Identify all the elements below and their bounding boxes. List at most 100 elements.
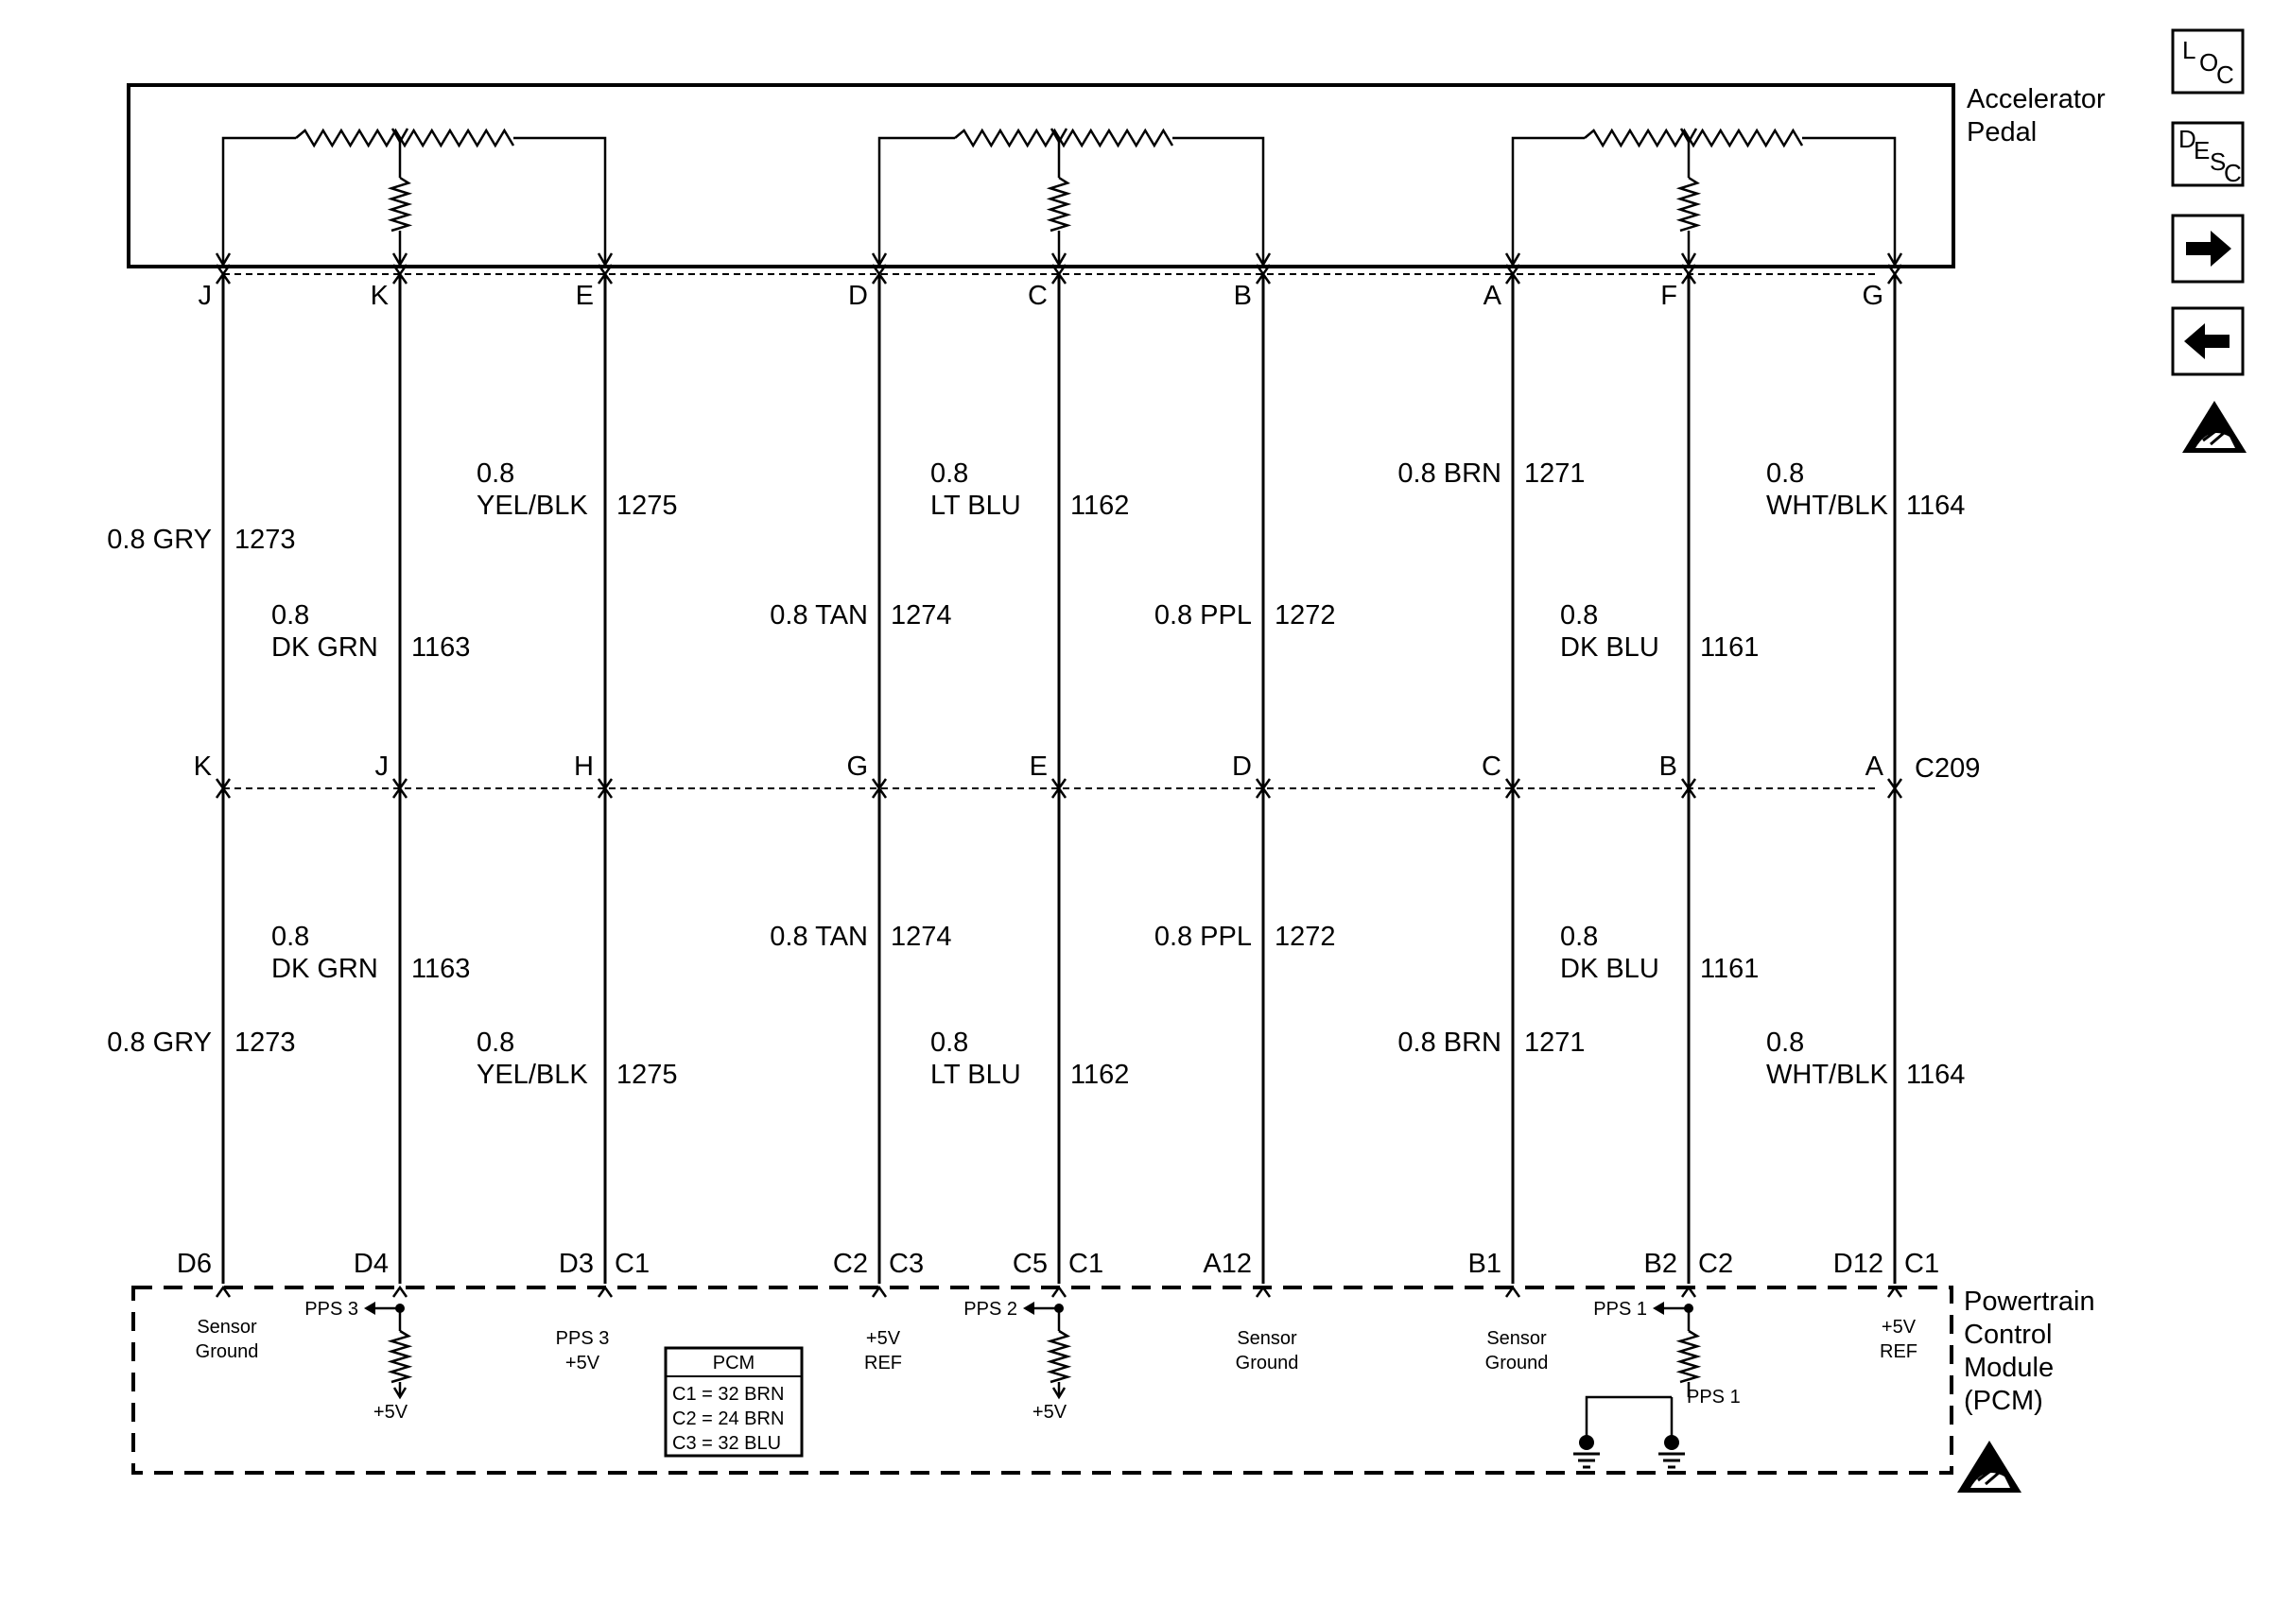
desc-letter-d: D [2178,125,2196,153]
wiper-arrow-icon [390,128,409,145]
circuit-1272 [1255,264,1272,1298]
c209-pin-terminal [215,778,232,799]
wire-color-label: 0.8 [477,458,514,489]
pcm-label: Powertrain Control Module (PCM) [1964,1287,2095,1416]
c209-pin-terminal [871,778,888,799]
terminal-arrow-icon [871,252,888,268]
c209-pin-label: K [194,752,213,782]
pcm-function-label: +5V [1882,1317,1917,1338]
pedal-pin-label: A [1484,281,1502,311]
circuit-number: 1161 [1700,954,1759,984]
circuit-1163 [391,264,408,1298]
harness-wires [215,264,1903,1298]
circuit-number: 1164 [1906,491,1965,521]
circuit-number: 1273 [234,1028,296,1058]
loc-letter-l: L [2182,36,2195,64]
pedal-pin-label: K [371,281,390,311]
c209-pin-label: D [1232,752,1252,782]
pcm-function-label: +5V [866,1328,901,1349]
circuit-1271 [1504,264,1521,1298]
pedal-pin-terminal [871,264,888,285]
pcm-function-label: Ground [1485,1353,1549,1373]
circuit-number: 1271 [1524,1028,1586,1058]
c209-pin-label: E [1030,752,1048,782]
pedal-pin-label: G [1862,281,1883,311]
c209-pin-terminal [597,778,614,799]
pedal-position-sensor-1 [215,128,614,268]
terminal-arrow-icon [391,252,408,268]
pedal-pin-terminal [1504,264,1521,285]
terminal-arrow-icon [597,252,614,268]
pcm-pin-label: D12 [1833,1249,1883,1279]
pps1-ground-network: PPS 1 [1573,1387,1741,1469]
wire-color-label: 0.8 BRN [1397,1028,1501,1058]
esd-warning-icon [1957,1441,2021,1493]
circuit-number: 1161 [1700,632,1759,663]
circuit-number: 1162 [1070,491,1129,521]
circuit-1274 [871,264,888,1298]
pcm-pin-terminal [215,1285,232,1298]
wire-color-label: WHT/BLK [1766,491,1889,521]
pcm-pin-label: C2 [833,1249,868,1279]
pcm-pin-label: B1 [1468,1249,1501,1279]
c209-pin-label: J [375,752,390,782]
pcm-function-label: Sensor [197,1317,257,1338]
pcm-function-label: Sensor [1237,1328,1297,1349]
terminal-arrow-icon [1886,252,1903,268]
circuit-1275 [597,264,614,1298]
circuit-number: 1163 [411,954,470,984]
circuit-number: 1275 [616,1060,678,1090]
right-arrow-icon [2186,231,2231,267]
pedal-pin-terminal [1255,264,1272,285]
pcm-function-label: PPS 3 [556,1328,610,1349]
pcm-function-label: Sensor [1486,1328,1547,1349]
wire-color-label: 0.8 [477,1028,514,1058]
terminal-arrow-icon [1050,252,1067,268]
circuit-number: 1162 [1070,1060,1129,1090]
left-arrow-icon [2184,323,2230,359]
pedal-label-line-2: Pedal [1967,117,2037,147]
pcm-table-row-3: C3 = 32 BLU [672,1433,781,1454]
pps1-ground-label: PPS 1 [1687,1387,1741,1408]
pedal-label-line-1: Accelerator [1967,84,2106,114]
c209-pin-terminal [1050,778,1067,799]
loc-button[interactable]: L O C [2171,28,2245,95]
pedal-pin-terminal [1680,264,1697,285]
forward-arrow-button[interactable] [2171,214,2245,284]
pedal-sensors [215,128,1903,268]
circuit-number: 1274 [891,922,952,952]
back-arrow-button[interactable] [2171,306,2245,376]
pcm-connector-table: PCM C1 = 32 BRN C2 = 24 BRN C3 = 32 BLU [664,1346,804,1458]
pcm-pin-label: C5 [1013,1249,1048,1279]
pcm-function-label: REF [864,1353,902,1373]
accelerator-pedal-label: Accelerator Pedal [1967,84,2106,147]
wire-color-label: 0.8 [1560,922,1598,952]
circuit-1273 [215,264,232,1298]
pcm-function-label: Ground [196,1341,259,1362]
wire-color-label: 0.8 [930,458,968,489]
pedal-pin-label: J [199,281,213,311]
terminal-arrow-icon [1504,252,1521,268]
circuit-number: 1164 [1906,1060,1965,1090]
circuit-number: 1272 [1275,600,1336,631]
wire-color-label: DK BLU [1560,954,1659,984]
pedal-position-sensor-3 [1504,128,1903,268]
pcm-pin-label: B2 [1644,1249,1677,1279]
wire-color-label: DK BLU [1560,632,1659,663]
pcm-table-row-1: C1 = 32 BRN [672,1384,784,1405]
pcm-pull-resistor: PPS 1 [1593,1299,1702,1397]
wire-color-label: 0.8 [930,1028,968,1058]
desc-letter-s: S [2210,147,2226,176]
esd-warning-icon [2182,401,2247,453]
circuit-1164 [1886,264,1903,1298]
wire-color-label: 0.8 [1766,1028,1804,1058]
signal-arrow-icon [1023,1302,1034,1315]
pps-signal-label: PPS 2 [963,1299,1017,1320]
circuit-number: 1163 [411,632,470,663]
desc-button[interactable]: D E S C [2171,121,2245,187]
